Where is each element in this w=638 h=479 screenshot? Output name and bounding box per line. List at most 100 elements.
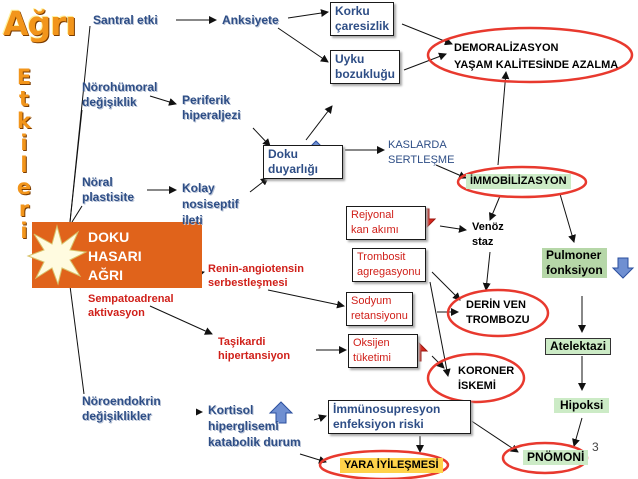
side-title-letter: l: [20, 153, 28, 177]
node-derin-ven-line: TROMBOZU: [466, 314, 530, 326]
arrow-rejyonal-venoz: [439, 224, 467, 233]
arrow-norohumoral-periferik: [149, 95, 177, 106]
node-pulmoner-line: Pulmoner: [546, 248, 602, 262]
node-sempato-line: Sempatoadrenal: [88, 293, 174, 305]
ellipse-koroner: [426, 352, 526, 404]
node-periferik-line: hiperaljezi: [182, 108, 241, 122]
node-kortisol-line: katabolik durum: [208, 435, 301, 449]
node-noral: Nöral plastisite: [82, 175, 134, 205]
line-src-noral: [71, 205, 83, 223]
ellipse-derin-ven: [446, 288, 550, 338]
node-sodyum: Sodyum retansiyonu: [346, 292, 413, 326]
node-pulmoner-line: fonksiyon: [546, 263, 603, 277]
node-uyku: Uyku bozukluğu: [330, 50, 400, 84]
node-renin: Renin-angiotensin serbestleşmesi: [208, 262, 304, 290]
node-kolay: Kolay nosiseptif ileti: [182, 180, 239, 228]
node-derin-ven: DERİN VEN TROMBOZU: [466, 298, 530, 328]
node-korku-line: çaresizlik: [335, 19, 390, 33]
node-noroendokrin-line: değişiklikler: [82, 409, 152, 423]
node-doku-line: Doku: [268, 147, 298, 161]
node-trombosit: Trombosit agregasyonu: [352, 248, 426, 282]
node-oksijen: Oksijen tüketimi: [348, 334, 418, 368]
arrow-periferik-doku: [252, 127, 271, 147]
node-kolay-line: nosiseptif: [182, 197, 239, 211]
node-trombosit-line: agregasyonu: [357, 266, 421, 278]
node-norohumoral-line: değişiklik: [82, 95, 137, 109]
arrow-hipoksi-pnomoni: [572, 417, 583, 447]
node-immunosup-line: İmmünosupresyon: [333, 402, 441, 416]
node-norohumoral: Nörohümoral değişiklik: [82, 80, 157, 110]
arrow-sempato-tasikardi: [149, 305, 213, 335]
arrow-kolay-doku: [249, 177, 269, 193]
ellipse-immobilizasyon: [456, 165, 588, 199]
side-title-letter: i: [20, 131, 28, 155]
node-venoz-line: staz: [472, 236, 494, 248]
side-title-letter: r: [18, 197, 30, 221]
arrow-immuno-pnomoni: [469, 419, 519, 453]
source-line-2: HASARI: [88, 248, 142, 264]
arrow-venoz-derin: [482, 251, 491, 291]
node-doku-duyarligi: Doku duyarlığı: [263, 145, 344, 179]
node-kaslarda: KASLARDA SERTLEŞME: [388, 138, 454, 168]
slide-number: 3: [592, 440, 599, 454]
node-venoz: Venöz staz: [472, 220, 504, 250]
node-demoralizasyon: DEMORALİZASYON: [454, 42, 559, 54]
node-koroner-line: İSKEMİ: [458, 380, 496, 392]
side-title-letter: E: [16, 65, 32, 89]
page-title: Ağrı: [3, 4, 77, 43]
node-rejyonal-line: Rejyonal: [351, 209, 394, 221]
side-title-letter: i: [20, 219, 28, 243]
node-kolay-line: Kolay: [182, 181, 215, 195]
explosion-icon: [26, 224, 88, 286]
node-yasam: YAŞAM KALİTESİNDE AZALMA: [454, 59, 619, 71]
node-sempato: Sempatoadrenal aktivasyon: [88, 292, 174, 320]
side-title-letter: e: [16, 175, 32, 199]
node-norohumoral-line: Nörohümoral: [82, 80, 158, 94]
line-src-noroendokrin: [69, 285, 85, 395]
arrow-immobil-demoral: [497, 71, 510, 166]
down-arrow-pulmoner: [611, 257, 635, 279]
node-venoz-line: Venöz: [472, 221, 504, 233]
arrow-anksiyete-korku: [287, 9, 329, 19]
ellipse-yara: [318, 449, 450, 479]
node-noroendokrin-line: Nöroendokrin: [82, 394, 161, 408]
node-tasikardi-line: Taşikardi: [218, 336, 266, 348]
source-line-3: AĞRI: [88, 267, 123, 283]
node-koroner-line: KORONER: [458, 365, 515, 377]
node-kaslarda-line: SERTLEŞME: [388, 154, 455, 166]
noroendokrin-bg: [30, 394, 196, 440]
arrow-kaslarda-immobil: [435, 164, 467, 179]
node-yara: YARA İYİLEŞMESİ: [340, 458, 443, 473]
node-noral-line: Nöral: [82, 175, 113, 189]
node-oksijen-line: Oksijen: [353, 337, 390, 349]
side-title-letter: t: [18, 87, 30, 111]
up-arrow-kortisol: [268, 401, 294, 424]
arrow-trombosit-derin: [431, 271, 461, 301]
node-santral: Santral etki: [93, 13, 158, 27]
node-periferik: Periferik hiperaljezi: [182, 93, 241, 123]
node-kolay-line: ileti: [182, 213, 203, 227]
arrow-immobil-venoz: [489, 195, 501, 221]
arrow-kortisol-immuno: [313, 414, 327, 423]
node-korku-line: Korku: [335, 4, 370, 18]
node-immobilizasyon: İMMOBİLİZASYON: [466, 174, 571, 189]
node-tasikardi-line: hipertansiyon: [218, 350, 291, 362]
node-kortisol: Kortisol hiperglisemi katabolik durum: [208, 402, 301, 450]
node-noroendokrin: Nöroendokrin değişiklikler: [82, 394, 161, 424]
node-sodyum-line: retansiyonu: [351, 310, 408, 322]
node-koroner: KORONER İSKEMİ: [458, 364, 514, 394]
node-immunosup-line: enfeksiyon riski: [333, 417, 424, 431]
node-rejyonal-line: kan akımı: [351, 224, 399, 236]
node-sodyum-line: Sodyum: [351, 295, 392, 307]
node-uyku-line: bozukluğu: [335, 67, 395, 81]
node-anksiyete: Anksiyete: [222, 13, 279, 27]
node-pulmoner: Pulmoner fonksiyon: [542, 248, 607, 278]
node-doku-line: duyarlığı: [268, 162, 319, 176]
node-kaslarda-line: KASLARDA: [388, 139, 447, 151]
node-derin-ven-line: DERİN VEN: [466, 299, 526, 311]
node-hipoksi: Hipoksi: [554, 398, 610, 413]
node-immunosup: İmmünosupresyon enfeksiyon riski: [328, 400, 472, 434]
node-atelektazi: Atelektazi: [545, 338, 612, 355]
ellipse-demoralizasyon: [426, 26, 634, 84]
node-renin-line: Renin-angiotensin: [208, 263, 304, 275]
